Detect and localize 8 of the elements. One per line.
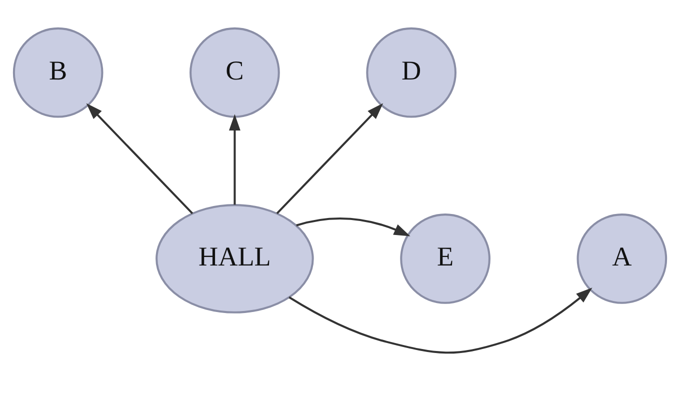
- arrow: [276, 102, 384, 214]
- arrow: [228, 114, 240, 204]
- node-circle: E: [400, 213, 490, 304]
- arrow: [288, 287, 592, 354]
- arrow: [296, 216, 410, 236]
- node-circle: C: [190, 26, 280, 118]
- arrow: [86, 102, 194, 214]
- node-ellipse: HALL: [156, 204, 314, 313]
